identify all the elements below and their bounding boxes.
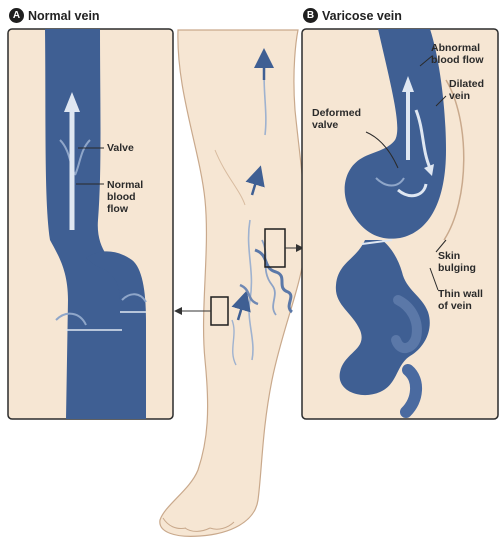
normal-blood-flow-line-3: flow — [107, 203, 143, 215]
thin-wall-label: Thin wall of vein — [438, 288, 483, 312]
dilated-vein-line-1: Dilated — [449, 78, 484, 90]
panel-b-badge: B — [303, 8, 318, 23]
panel-a-title-text: Normal vein — [28, 9, 100, 23]
leg — [160, 30, 306, 536]
skin-bulging-line-1: Skin — [438, 250, 476, 262]
deformed-valve-label: Deformed valve — [312, 107, 361, 131]
normal-blood-flow-label: Normal blood flow — [107, 179, 143, 215]
skin-bulging-line-2: bulging — [438, 262, 476, 274]
abnormal-blood-flow-label: Abnormal blood flow — [431, 42, 484, 66]
thin-wall-line-2: of vein — [438, 300, 483, 312]
valve-label: Valve — [107, 142, 134, 154]
dilated-vein-line-2: vein — [449, 90, 484, 102]
dilated-vein-label: Dilated vein — [449, 78, 484, 102]
normal-blood-flow-line-1: Normal — [107, 179, 143, 191]
deformed-valve-line-2: valve — [312, 119, 361, 131]
panel-a-badge: A — [9, 8, 24, 23]
abnormal-blood-flow-line-2: blood flow — [431, 54, 484, 66]
panel-b-title: B Varicose vein — [303, 8, 402, 23]
skin-bulging-label: Skin bulging — [438, 250, 476, 274]
abnormal-blood-flow-line-1: Abnormal — [431, 42, 484, 54]
normal-blood-flow-line-2: blood — [107, 191, 143, 203]
panel-b-title-text: Varicose vein — [322, 9, 402, 23]
thin-wall-line-1: Thin wall — [438, 288, 483, 300]
deformed-valve-line-1: Deformed — [312, 107, 361, 119]
panel-a-title: A Normal vein — [9, 8, 100, 23]
panel-a-normal-vein — [8, 29, 173, 419]
valve-label-text: Valve — [107, 142, 134, 154]
